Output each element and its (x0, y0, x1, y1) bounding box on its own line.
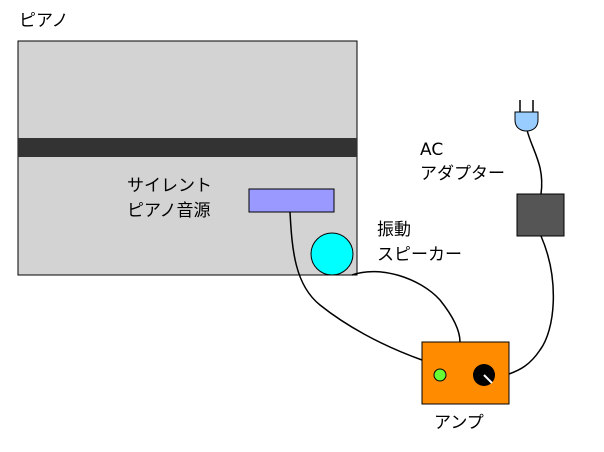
silent-piano-sound-module (248, 188, 335, 213)
sound-module-label-line1: サイレント (127, 176, 212, 196)
shaker-label-line1: 振動 (377, 220, 411, 240)
cable-plug-to-adapter (526, 129, 543, 195)
ac-adapter-label-line2: アダプター (420, 164, 505, 184)
power-plug-icon (514, 100, 539, 132)
shaker-speaker (310, 232, 354, 276)
amp-label: アンプ (434, 413, 484, 433)
piano-body (17, 40, 358, 276)
piano-keybed-stripe (18, 138, 357, 157)
power-led-icon (433, 368, 447, 382)
sound-module-label-line2: ピアノ音源 (127, 201, 211, 221)
cable-module-to-amp (289, 211, 423, 361)
ac-adapter (516, 193, 565, 237)
piano-label: ピアノ (19, 11, 69, 31)
cable-speaker-to-amp (351, 270, 461, 343)
ac-adapter-label-line1: AC (420, 140, 444, 160)
cable-adapter-to-amp (508, 235, 555, 375)
shaker-label-line2: スピーカー (377, 245, 462, 265)
volume-knob-icon (473, 364, 495, 386)
